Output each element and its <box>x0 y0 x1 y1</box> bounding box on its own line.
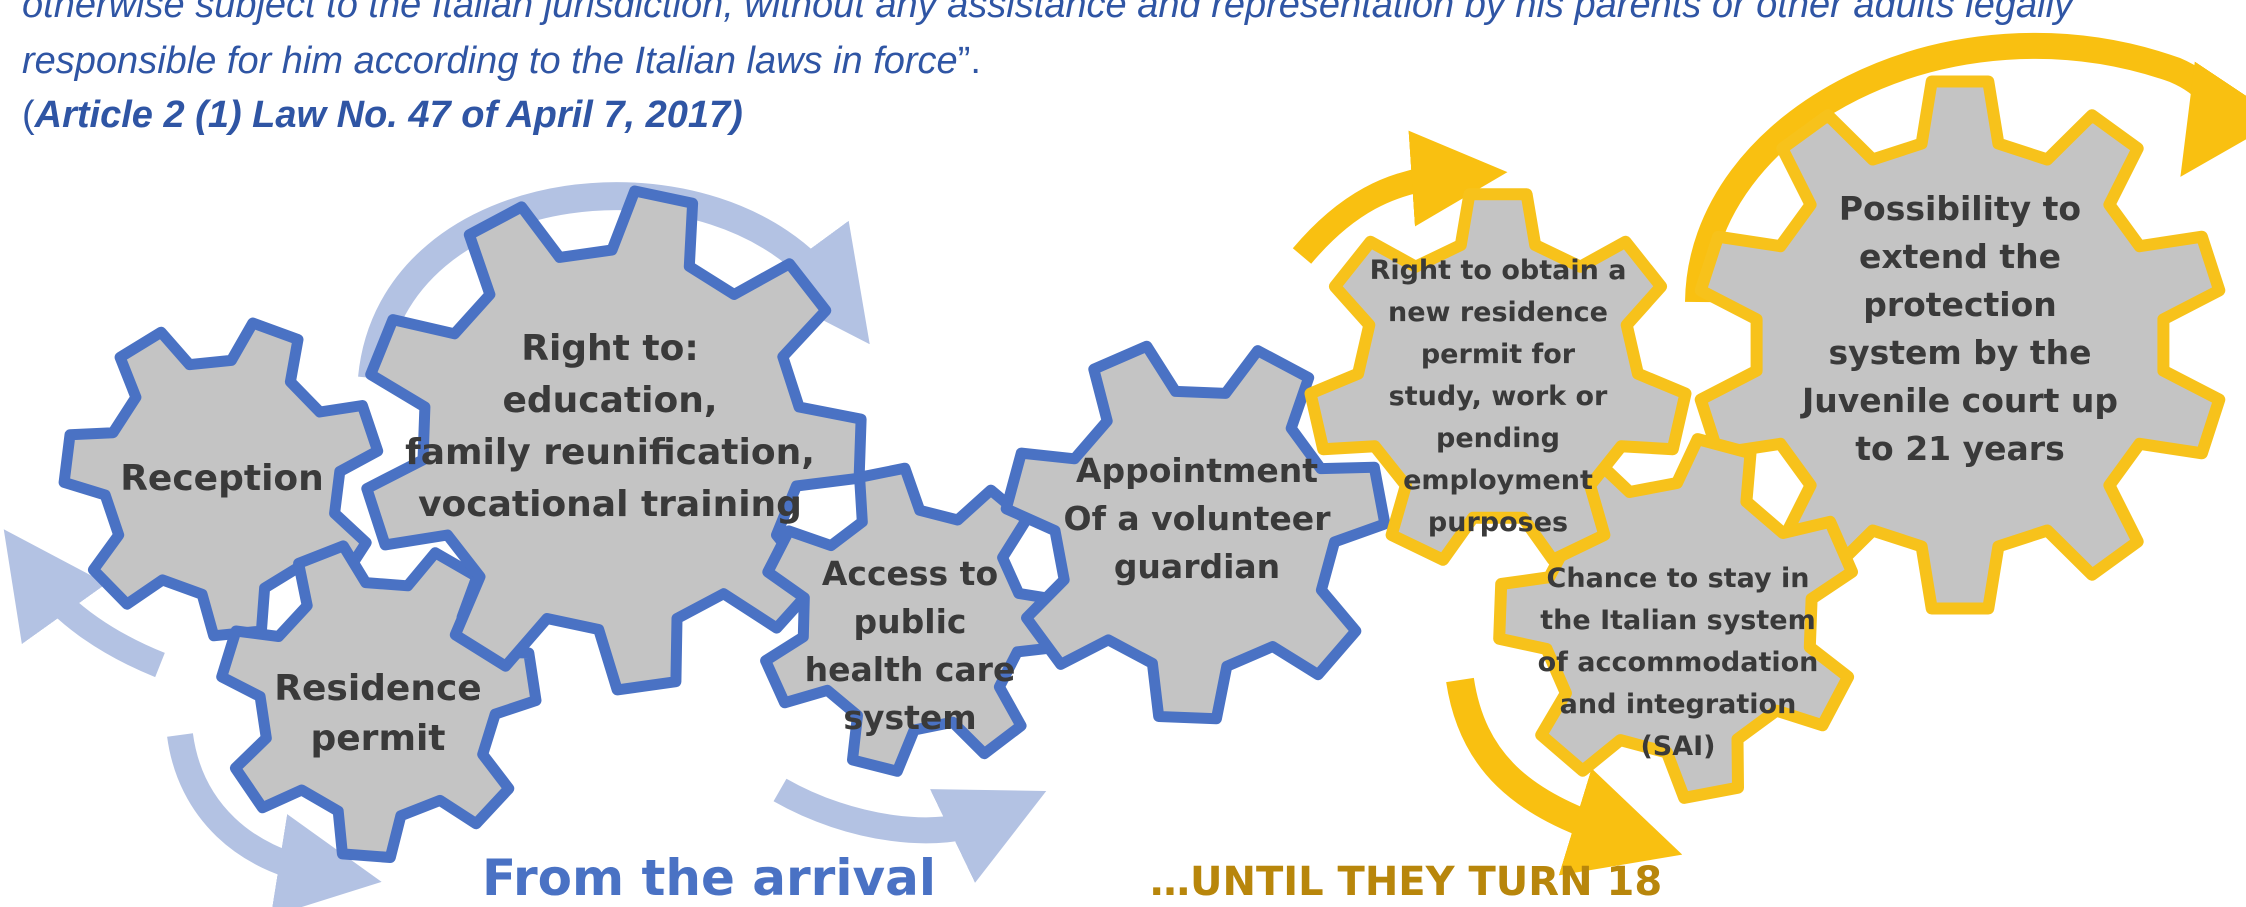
gear-text-line: family reunification, <box>405 432 815 473</box>
quote-line-1: otherwise subject to the Italian jurisdi… <box>22 0 2074 26</box>
gear-text-line: Chance to stay in <box>1547 563 1810 594</box>
quote-line-2-italic: responsible for him according to the Ita… <box>22 40 958 82</box>
gear-text-extend: Possibility to extend the protection system… <box>1800 189 2118 468</box>
gear-text-line: public <box>854 602 967 641</box>
gear-text-line: protection <box>1863 285 2057 324</box>
gear-extend-protection <box>1694 75 2226 615</box>
gear-text-line: vocational training <box>418 484 802 525</box>
gear-text-line: of accommodation <box>1538 647 1819 678</box>
gear-text-line: system by the <box>1828 333 2091 372</box>
gear-text-line: employment <box>1403 465 1593 496</box>
gear-text-line: Right to: <box>521 328 699 369</box>
gear-text-line: guardian <box>1114 547 1280 586</box>
gear-text-health: Access to public health care system <box>805 554 1016 737</box>
gear-text-line: permit <box>311 718 446 759</box>
gear-text-residence: Residence permit <box>274 668 481 759</box>
gear-text-guardian: Appointment Of a volunteer guardian <box>1064 451 1332 586</box>
gold-arrow-big <box>1685 33 2246 303</box>
gear-text-line: Residence <box>274 668 481 709</box>
gear-text-line: Reception <box>120 458 324 499</box>
quote-line-2-tail: ”. <box>957 40 981 82</box>
gear-text-rights: Right to: education, family reunification,… <box>405 328 815 525</box>
gear-text-reception: Reception <box>120 458 324 499</box>
gear-text-line: permit for <box>1421 339 1576 370</box>
citation: (Article 2 (1) Law No. 47 of April 7, 20… <box>22 96 743 134</box>
blue-arrow-top <box>358 182 870 380</box>
blue-arrow-left <box>3 529 165 678</box>
gear-text-line: health care <box>805 650 1016 689</box>
label-from-arrival: From the arrival <box>482 849 936 907</box>
label-until-18: …UNTIL THEY TURN 18 <box>1150 859 1662 905</box>
gear-text-line: education, <box>502 380 717 421</box>
gear-text-line: Of a volunteer <box>1064 499 1332 538</box>
gear-text-line: Possibility to <box>1839 189 2081 228</box>
gear-text-line: pending <box>1436 423 1560 454</box>
gear-text-new-permit: Right to obtain a new residence permit for… <box>1370 255 1627 538</box>
gear-guardian <box>1000 340 1391 725</box>
gear-text-line: extend the <box>1859 237 2061 276</box>
citation-open-paren: ( <box>22 94 35 136</box>
gear-text-line: new residence <box>1388 297 1608 328</box>
gear-text-line: Juvenile court up <box>1800 381 2118 420</box>
gold-arrow-bottom <box>1446 677 1683 876</box>
blue-arrow-bottom-mid <box>773 778 1047 883</box>
gear-new-permit <box>1304 188 1692 566</box>
gear-rights <box>361 185 867 696</box>
blue-arrow-bottom-left <box>167 732 382 907</box>
gear-text-line: Appointment <box>1076 451 1318 490</box>
gear-text-sai: Chance to stay in the Italian system of ac… <box>1538 563 1819 762</box>
gear-text-line: to 21 years <box>1855 429 2064 468</box>
gear-text-line: Access to <box>822 554 998 593</box>
citation-text: Article 2 (1) Law No. 47 of April 7, 201… <box>34 94 743 136</box>
quote-line-2: responsible for him according to the Ita… <box>22 42 981 80</box>
gear-text-line: Right to obtain a <box>1370 255 1627 286</box>
gear-text-line: study, work or <box>1389 381 1608 412</box>
gear-text-line: purposes <box>1428 507 1568 538</box>
gear-text-line: system <box>843 698 976 737</box>
gold-arrow-top <box>1292 130 1508 264</box>
gear-text-line: the Italian system <box>1540 605 1815 636</box>
gear-text-line: (SAI) <box>1640 731 1715 762</box>
gear-text-line: and integration <box>1560 689 1797 720</box>
